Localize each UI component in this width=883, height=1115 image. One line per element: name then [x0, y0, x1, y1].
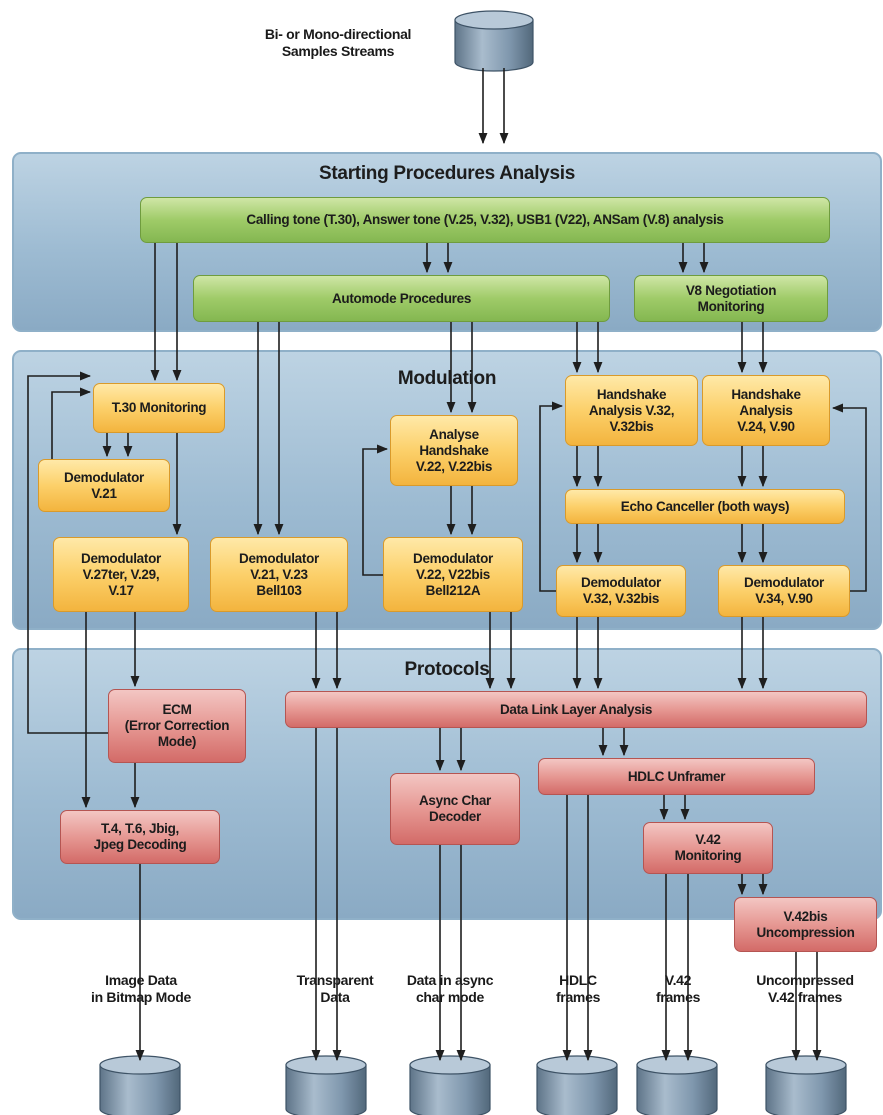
feedback-arrow [51, 387, 92, 459]
demodulator-v27-box: Demodulator V.27ter, V.29, V.17 [53, 537, 189, 612]
output-label-image-data: Image Data in Bitmap Mode [90, 972, 192, 1005]
output-label-uncompressed-v42: Uncompressed V.42 frames [756, 972, 854, 1005]
feedback-arrow [362, 444, 389, 576]
async-data-database-icon [409, 1055, 491, 1115]
output-label-async-data: Data in async char mode [406, 972, 494, 1005]
v8-negotiation-box: V8 Negotiation Monitoring [634, 275, 828, 322]
v42bis-uncompression-box: V.42bis Uncompression [734, 897, 877, 952]
handshake-v32-box: Handshake Analysis V.32, V.32bis [565, 375, 698, 446]
demodulator-v21-box: Demodulator V.21 [38, 459, 170, 512]
demodulator-v34-box: Demodulator V.34, V.90 [718, 565, 850, 617]
demodulator-v21-v23-box: Demodulator V.21, V.23 Bell103 [210, 537, 348, 612]
input-stream-database-icon [454, 10, 534, 72]
feedback-arrow [27, 371, 108, 734]
async-char-decoder-box: Async Char Decoder [390, 773, 520, 845]
automode-procedures-box: Automode Procedures [193, 275, 610, 322]
data-link-layer-box: Data Link Layer Analysis [285, 691, 867, 728]
analyse-handshake-box: Analyse Handshake V.22, V.22bis [390, 415, 518, 486]
calling-tone-analysis-box: Calling tone (T.30), Answer tone (V.25, … [140, 197, 830, 243]
t4-jpeg-decoding-box: T.4, T.6, Jbig, Jpeg Decoding [60, 810, 220, 864]
echo-canceller-box: Echo Canceller (both ways) [565, 489, 845, 524]
ecm-box: ECM (Error Correction Mode) [108, 689, 246, 763]
input-stream-label: Bi- or Mono-directional Samples Streams [264, 26, 412, 59]
starting-procedures-title: Starting Procedures Analysis [319, 163, 575, 184]
output-label-v42-frames: V.42 frames [655, 972, 701, 1005]
demodulator-v22-box: Demodulator V.22, V22bis Bell212A [383, 537, 523, 612]
v42-frames-database-icon [636, 1055, 718, 1115]
demodulator-v32-box: Demodulator V.32, V.32bis [556, 565, 686, 617]
transparent-data-database-icon [285, 1055, 367, 1115]
handshake-v24-box: Handshake Analysis V.24, V.90 [702, 375, 830, 446]
v42-monitoring-box: V.42 Monitoring [643, 822, 773, 874]
hdlc-unframer-box: HDLC Unframer [538, 758, 815, 795]
hdlc-frames-database-icon [536, 1055, 618, 1115]
feedback-arrow [539, 401, 564, 592]
image-data-database-icon [99, 1055, 181, 1115]
uncompressed-v42-database-icon [765, 1055, 847, 1115]
feedback-arrow [831, 403, 867, 592]
protocols-title: Protocols [404, 659, 490, 680]
t30-monitoring-box: T.30 Monitoring [93, 383, 225, 433]
